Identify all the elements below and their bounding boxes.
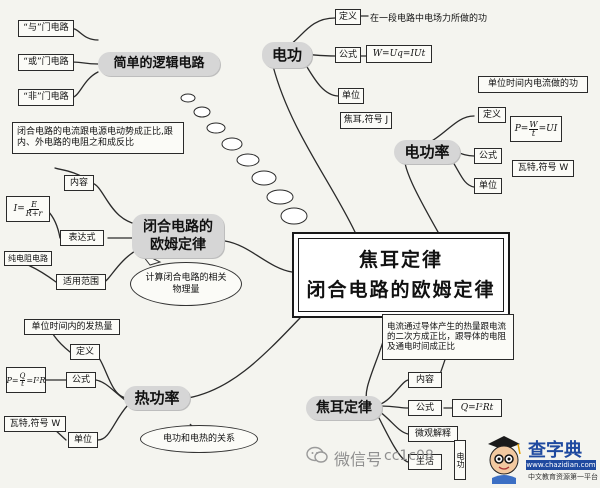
logic-circuit-node[interactable]: 简单的逻辑电路 <box>98 52 220 76</box>
not-gate-box[interactable]: “非”门电路 <box>18 89 74 106</box>
electric-power-formula-box: P= W t =UI <box>510 116 562 142</box>
electric-work-node[interactable]: 电功 <box>262 42 312 68</box>
ohm-expression-box: I= E R+r <box>6 196 50 222</box>
center-title-line1: 焦耳定律 <box>358 249 443 271</box>
electric-power-formula-label[interactable]: 公式 <box>474 148 502 164</box>
electric-power-unit-text: 瓦特,符号 W <box>512 160 574 177</box>
heat-power-node[interactable]: 热功率 <box>124 386 190 410</box>
electric-work-unit-text: 焦耳,符号 J <box>340 112 392 129</box>
mascot-avatar <box>482 432 526 484</box>
joule-law-title: 焦耳定律 <box>316 400 372 416</box>
ohm-law-node[interactable]: 闭合电路的 欧姆定律 <box>132 214 224 258</box>
center-topic[interactable]: 焦耳定律 闭合电路的欧姆定律 <box>292 232 510 318</box>
ohm-content-label[interactable]: 内容 <box>64 175 94 191</box>
electric-power-definition-text: 单位时间内电流做的功 <box>478 76 588 93</box>
ohm-content-text: 闭合电路的电流跟电源电动势成正比,跟内、外电路的电阻之和成反比 <box>12 122 184 154</box>
electric-work-formula-box: W=Uq=IUt <box>366 45 432 63</box>
or-gate-box[interactable]: “或”门电路 <box>18 54 74 71</box>
electric-power-unit-label[interactable]: 单位 <box>474 178 502 194</box>
electric-work-title: 电功 <box>271 46 302 64</box>
joule-life-label[interactable]: 生活 <box>408 454 442 470</box>
not-gate-label: “非”门电路 <box>23 92 69 102</box>
heat-power-formula-label[interactable]: 公式 <box>66 372 96 388</box>
center-title-line2: 闭合电路的欧姆定律 <box>306 279 496 301</box>
heat-power-definition-text: 单位时间内的发热量 <box>24 319 120 335</box>
heat-power-unit-text: 瓦特,符号 W <box>4 416 66 432</box>
joule-life-partial-box: 电功 <box>454 440 466 480</box>
logic-circuit-title: 简单的逻辑电路 <box>113 56 205 71</box>
and-gate-label: “与”门电路 <box>23 23 69 33</box>
joule-law-node[interactable]: 焦耳定律 <box>306 396 382 420</box>
brand-tagline: 中文教育资源第一平台 <box>528 473 598 481</box>
and-gate-box[interactable]: “与”门电路 <box>18 20 74 37</box>
electric-work-definition-label[interactable]: 定义 <box>335 9 361 25</box>
heat-power-formula-box: P= Q t =I²R <box>6 367 46 393</box>
heat-power-note-cloud: 电功和电热的关系 <box>140 425 258 453</box>
joule-content-text: 电流通过导体产生的热量跟电流的二次方成正比，跟导体的电阻及通电时间成正比 <box>382 314 514 360</box>
heat-power-title: 热功率 <box>134 389 180 407</box>
ohm-expression-label[interactable]: 表达式 <box>60 230 104 246</box>
wechat-icon <box>306 446 328 464</box>
electric-power-title: 电功率 <box>404 143 450 161</box>
ohm-scope-label[interactable]: 适用范围 <box>56 274 106 290</box>
joule-micro-label[interactable]: 微观解释 <box>408 426 458 442</box>
ohm-scope-text: 纯电阻电路 <box>4 251 52 266</box>
joule-formula-box: Q=I²Rt <box>452 399 502 417</box>
ohm-note-cloud: 计算闭合电路的相关物理量 <box>130 262 242 306</box>
ohm-law-title-line1: 闭合电路的 <box>143 219 213 235</box>
heat-power-unit-label[interactable]: 单位 <box>68 432 98 448</box>
brand-logo-text: 查字典 <box>528 440 582 461</box>
electric-work-definition-text: 在一段电路中电场力所做的功 <box>370 14 488 24</box>
electric-power-node[interactable]: 电功率 <box>394 140 460 164</box>
heat-power-definition-label[interactable]: 定义 <box>70 344 100 360</box>
joule-content-label[interactable]: 内容 <box>408 372 442 388</box>
joule-formula-label[interactable]: 公式 <box>408 400 442 416</box>
brand-url-bar: www.chazidian.com <box>526 460 596 470</box>
electric-work-unit-label[interactable]: 单位 <box>338 88 364 104</box>
or-gate-label: “或”门电路 <box>23 57 69 67</box>
electric-power-definition-label[interactable]: 定义 <box>478 107 506 123</box>
electric-work-formula-label[interactable]: 公式 <box>335 47 361 63</box>
ohm-law-title-line2: 欧姆定律 <box>150 237 206 253</box>
wechat-watermark-text: 微信号 <box>334 450 383 469</box>
wechat-watermark-id: cc1c08 <box>384 448 434 464</box>
